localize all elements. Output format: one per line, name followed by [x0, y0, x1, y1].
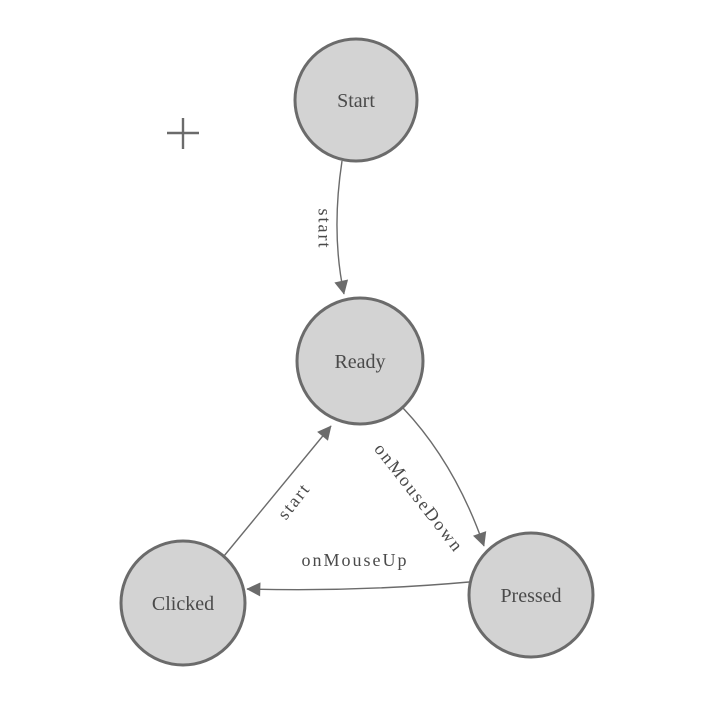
- edge-label: onMouseUp: [302, 550, 409, 570]
- node-clicked[interactable]: Clicked: [119, 539, 247, 667]
- edge-line: [246, 581, 470, 597]
- edge-line: [402, 407, 487, 547]
- state-circle: [295, 296, 425, 426]
- edge-start-to-ready[interactable]: start: [314, 160, 349, 295]
- state-label: Clicked: [152, 593, 214, 615]
- edge-label: onMouseDown: [370, 439, 468, 556]
- state-label: Start: [337, 90, 375, 112]
- crosshair-marker: [167, 118, 199, 149]
- state-label: Pressed: [500, 585, 561, 607]
- edge-label: start: [273, 479, 314, 524]
- edge-label: start: [314, 209, 334, 250]
- state-circle: [119, 539, 247, 667]
- state-circle: [293, 37, 419, 163]
- edge-line: [334, 160, 349, 295]
- node-pressed[interactable]: Pressed: [467, 531, 595, 659]
- state-circle: [467, 531, 595, 659]
- edge-pressed-to-clicked[interactable]: onMouseUp: [246, 550, 470, 597]
- node-start[interactable]: Start: [293, 37, 419, 163]
- state-label: Ready: [334, 351, 385, 373]
- edge-clicked-to-ready[interactable]: start: [223, 425, 332, 557]
- edge-line: [223, 425, 332, 557]
- edge-ready-to-pressed[interactable]: onMouseDown: [370, 407, 487, 556]
- node-ready[interactable]: Ready: [295, 296, 425, 426]
